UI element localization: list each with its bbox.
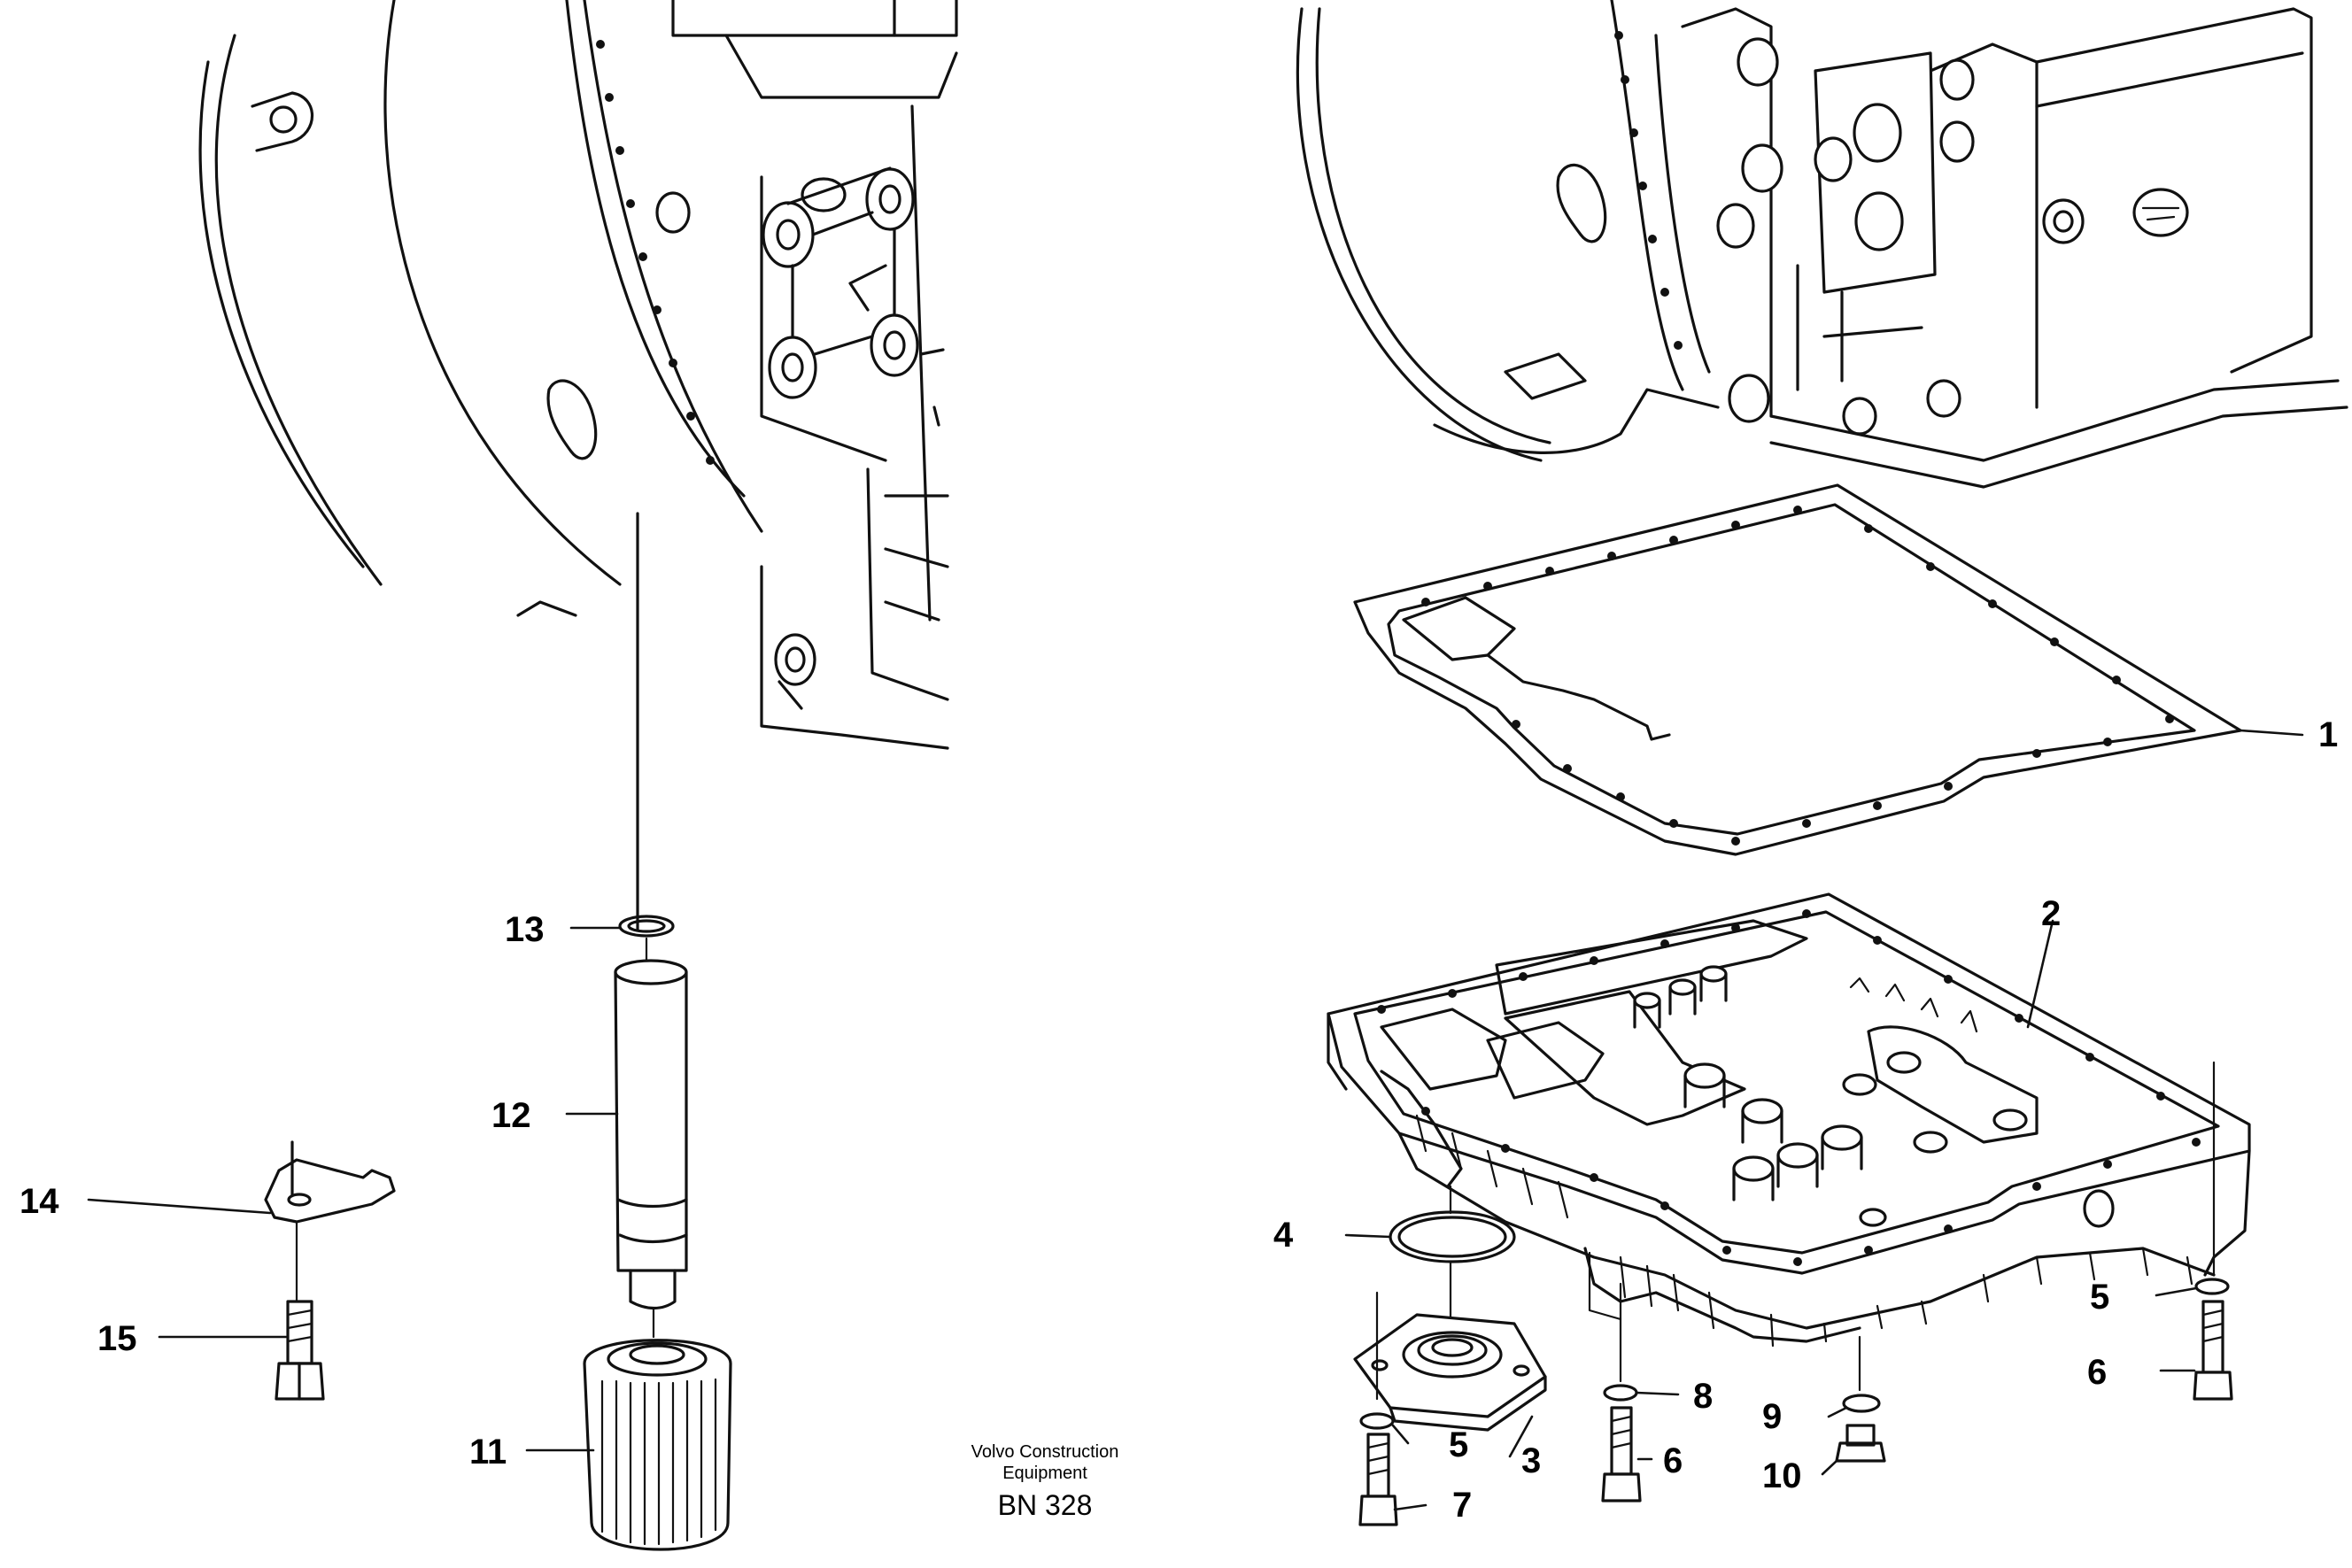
part-5-washer-left	[1359, 1291, 1395, 1430]
callout-6-right: 6	[2087, 1353, 2107, 1392]
callout-11: 11	[469, 1433, 507, 1471]
callout-10: 10	[1762, 1456, 1802, 1495]
company-caption: Volvo Construction Equipment	[912, 1441, 1178, 1484]
part-13-o-ring	[618, 915, 675, 938]
callout-8: 8	[1693, 1377, 1713, 1416]
part-2-oil-pan	[1327, 892, 2251, 1348]
company-line-2: Equipment	[1002, 1464, 1087, 1483]
callout-3: 3	[1521, 1441, 1541, 1480]
callout-6-middle: 6	[1663, 1441, 1683, 1480]
part-7-bolt	[1358, 1433, 1398, 1526]
part-10-drain-plug	[1835, 1424, 1886, 1463]
callout-15: 15	[97, 1319, 137, 1358]
callout-5-right: 5	[2090, 1278, 2109, 1317]
part-3-flange-cover	[1353, 1313, 1547, 1432]
part-14-bracket-plate	[264, 1140, 396, 1224]
part-11-filter-cartridge	[583, 1339, 732, 1551]
callout-4: 4	[1273, 1216, 1294, 1255]
part-5-washer-right	[2194, 1061, 2230, 1295]
company-line-1: Volvo Construction	[971, 1442, 1119, 1462]
part-4-o-ring	[1389, 1210, 1516, 1263]
callout-2: 2	[2041, 894, 2061, 933]
part-6-bolt-right	[2193, 1300, 2233, 1401]
callout-14: 14	[19, 1182, 59, 1221]
right-transmission-housing	[1296, 0, 2348, 489]
callout-7: 7	[1452, 1486, 1472, 1525]
part-9-washer	[1842, 1335, 1881, 1413]
callout-5-left: 5	[1449, 1425, 1468, 1464]
callout-13: 13	[505, 910, 545, 949]
leader-lines	[87, 729, 2304, 1511]
part-6-bolt-middle	[1601, 1406, 1642, 1502]
callout-labels: 1 2 3 4 5 5 6 6 7 8 9 10 11 12 13 14 15	[19, 715, 2338, 1525]
callout-1: 1	[2318, 715, 2338, 754]
part-1-gasket	[1353, 483, 2242, 856]
part-12-filter-tube	[614, 959, 688, 1310]
callout-9: 9	[1762, 1397, 1782, 1436]
part-8-washer	[1603, 1282, 1638, 1402]
diagram-code: BN 328	[997, 1489, 1093, 1521]
bolt-position-guide	[1588, 1251, 1622, 1321]
part-15-bolt	[275, 1220, 325, 1401]
callout-12: 12	[491, 1096, 531, 1135]
left-transmission-housing	[198, 0, 958, 750]
